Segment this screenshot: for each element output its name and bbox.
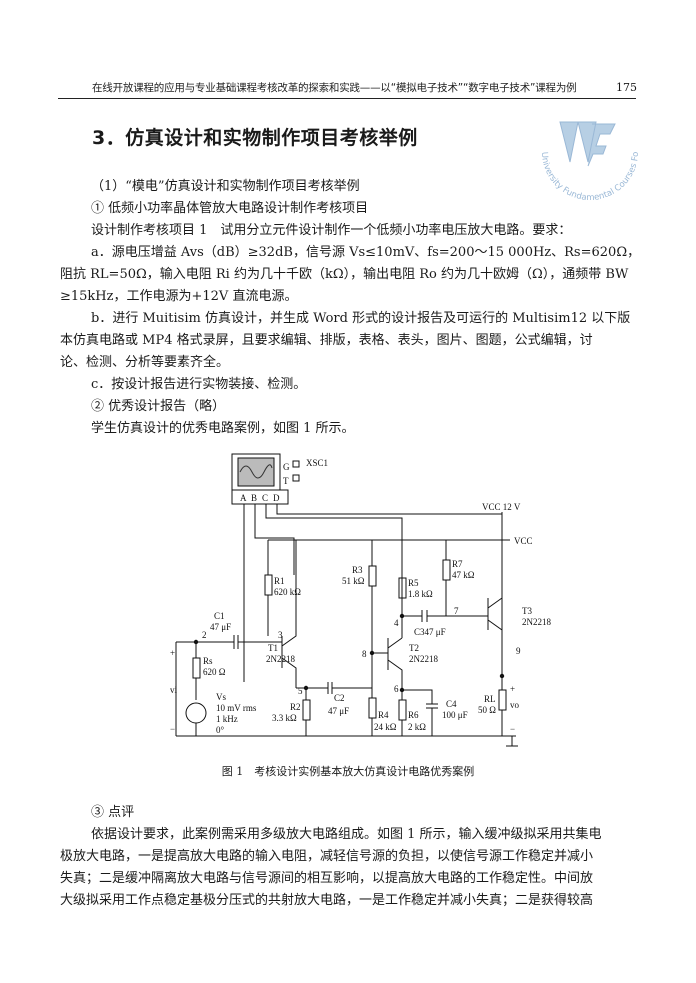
scope-a-label: A	[240, 493, 247, 503]
r2-value: 3.3 kΩ	[272, 713, 297, 723]
text-line: （1）“模电”仿真设计和实物制作项目考核举例	[91, 179, 360, 194]
running-header: 在线开放课程的应用与专业基础课程考核改革的探索和实践——以“模拟电子技术”“数字…	[92, 82, 577, 94]
output-plus: +	[510, 684, 515, 694]
output-minus: −	[510, 724, 515, 734]
rl-label: RL	[484, 694, 496, 704]
rl-value: 50 Ω	[478, 705, 496, 715]
text-line: 失真；二是缓冲隔离放大电路与信号源间的相互影响，以提高放大电路的工作稳定性。中间…	[60, 871, 594, 886]
scope-d-label: D	[273, 493, 280, 503]
body-paragraph-2: ③ 点评 依据设计要求，此案例需采用多级放大电路组成。如图 1 所示，输入缓冲级…	[60, 802, 636, 912]
c4-label: C4	[446, 699, 457, 709]
text-line: ② 优秀设计报告（略）	[91, 399, 226, 414]
text-line: b．进行 Muitisim 仿真设计，并生成 Word 形式的设计报告及可运行的…	[91, 311, 631, 326]
r1-label: R1	[274, 576, 285, 586]
text-line: 大级拟采用工作点稳定基极分压式的共射放大电路，一是工作稳定并减小失真；二是获得较…	[60, 893, 594, 908]
r4-label: R4	[378, 710, 389, 720]
node-2: 2	[202, 630, 207, 640]
node-6: 6	[394, 684, 399, 694]
r7-label: R7	[452, 559, 463, 569]
figure-caption: 图 1 考核设计实例基本放大仿真设计电路优秀案例	[221, 765, 475, 778]
node-3: 3	[278, 630, 283, 640]
scope-b-label: B	[251, 493, 257, 503]
t3-value: 2N2218	[522, 617, 551, 627]
t2-value: 2N2218	[409, 654, 438, 664]
c4-value: 100 μF	[442, 710, 468, 720]
c3-label: C347 μF	[414, 627, 446, 637]
r3-label: R3	[352, 565, 363, 575]
header-rule	[58, 98, 636, 99]
node-7: 7	[454, 606, 459, 616]
c1-value: 47 μF	[210, 622, 231, 632]
r1-value: 620 kΩ	[274, 587, 301, 597]
vi-label: vi	[170, 685, 178, 695]
r3-value: 51 kΩ	[342, 576, 365, 586]
node-5: 5	[298, 686, 303, 696]
vcc-label: VCC	[514, 536, 533, 546]
t1-label: T1	[268, 643, 278, 653]
text-line: 论、检测、分析等要素齐全。	[60, 355, 230, 370]
input-minus: −	[170, 724, 175, 734]
t2-label: T2	[409, 643, 419, 653]
circuit-diagram: XSC1 G T A B C D VCC 12 V VCC R1 620 kΩ …	[170, 453, 551, 747]
t1-value: 2N2218	[266, 654, 295, 664]
body-paragraph-1: （1）“模电”仿真设计和实物制作项目考核举例 ① 低频小功率晶体管放大电路设计制…	[60, 176, 636, 440]
r4-value: 24 kΩ	[374, 722, 397, 732]
page-number: 175	[616, 81, 637, 94]
r5-value: 1.8 kΩ	[408, 589, 433, 599]
text-line: 设计制作考核项目 1 试用分立元件设计制作一个低频小功率电压放大电路。要求：	[91, 223, 572, 238]
text-line: 本仿真电路或 MP4 格式录屏，且要求编辑、排版，表格、表头，图片、图题，公式编…	[60, 333, 593, 348]
r2-label: R2	[290, 702, 301, 712]
c2-label: C2	[334, 693, 345, 703]
node-4: 4	[394, 618, 399, 628]
r7-value: 47 kΩ	[452, 570, 475, 580]
text-line: 极放大电路，一是提高放大电路的输入电阻，减轻信号源的负担，以使信号源工作稳定并减…	[60, 849, 594, 864]
text-line: a．源电压增益 Avs（dB）≥32dB，信号源 Vs≤10mV、fs=200～…	[91, 245, 636, 260]
c2-value: 47 μF	[328, 706, 349, 716]
r6-value: 2 kΩ	[408, 722, 426, 732]
scope-t-label: T	[283, 476, 289, 486]
scope-g-label: G	[283, 462, 290, 472]
r6-label: R6	[408, 710, 419, 720]
r5-label: R5	[408, 578, 419, 588]
text-line: c．按设计报告进行实物装接、检测。	[91, 377, 307, 392]
text-line: 阻抗 RL=50Ω，输入电阻 Ri 约为几十千欧（kΩ），输出电阻 Ro 约为几…	[60, 267, 629, 282]
xsc1-label: XSC1	[306, 458, 328, 468]
vcc12-label: VCC 12 V	[482, 502, 521, 512]
vs-phase: 0°	[216, 725, 225, 735]
c1-label: C1	[214, 611, 225, 621]
forum-logo: University Fundamental Courses Forum	[530, 102, 641, 202]
text-line: ③ 点评	[91, 805, 135, 820]
vs-label: Vs	[216, 692, 226, 702]
section-title: 3．仿真设计和实物制作项目考核举例	[92, 127, 418, 149]
t3-label: T3	[522, 606, 532, 616]
rs-value: 620 Ω	[203, 667, 226, 677]
node-8: 8	[362, 649, 367, 659]
node-9: 9	[516, 646, 521, 656]
vs-frequency: 1 kHz	[216, 714, 238, 724]
rs-label: Rs	[203, 656, 213, 666]
text-line: 学生仿真设计的优秀电路案例，如图 1 所示。	[91, 421, 355, 436]
vo-label: vo	[510, 700, 520, 710]
input-plus: +	[170, 648, 175, 658]
text-line: 依据设计要求，此案例需采用多级放大电路组成。如图 1 所示，输入缓冲级拟采用共集…	[91, 827, 602, 842]
text-line: ① 低频小功率晶体管放大电路设计制作考核项目	[91, 201, 369, 216]
text-line: ≥15kHz，工作电源为+12V 直流电源。	[60, 289, 298, 304]
scope-c-label: C	[262, 493, 268, 503]
vs-amplitude: 10 mV rms	[216, 703, 257, 713]
